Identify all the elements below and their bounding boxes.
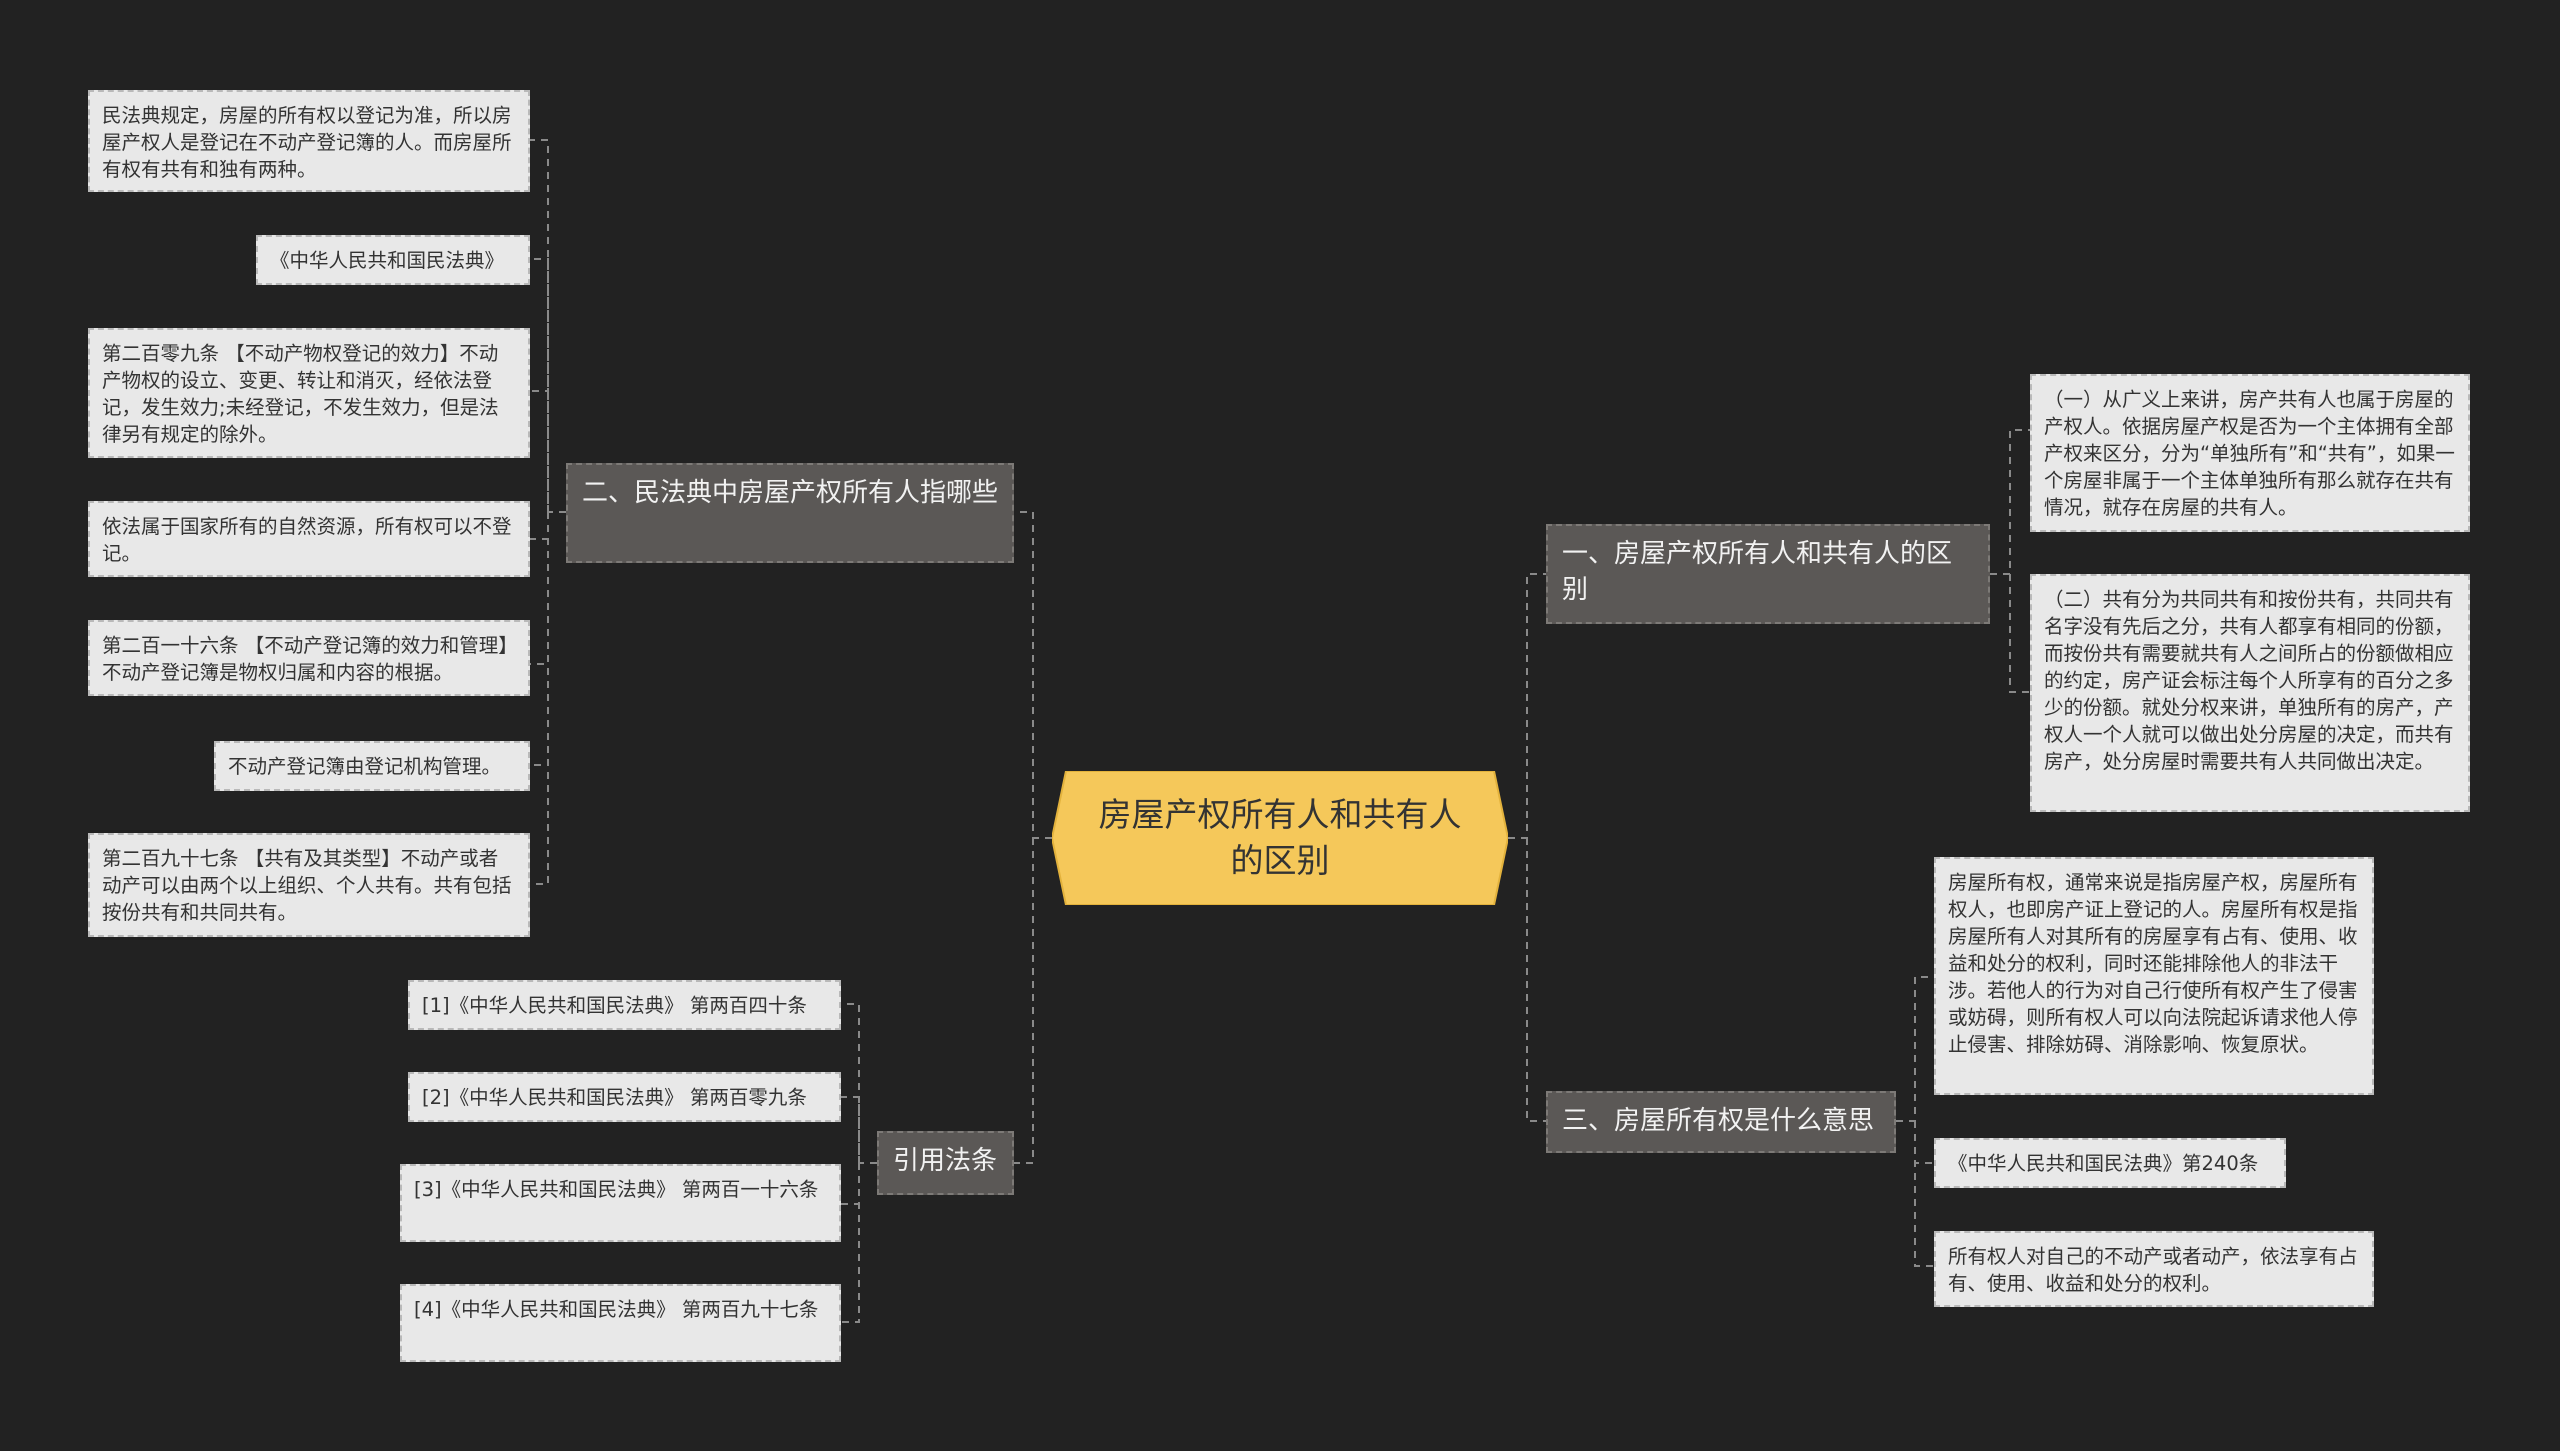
branch-2-leaf-4-text: 依法属于国家所有的自然资源，所有权可以不登记。 [102, 515, 512, 565]
root-hexagon-shape [1052, 771, 1508, 905]
branch-2-leaf-2[interactable]: 《中华人民共和国民法典》 [256, 235, 530, 285]
connector-b2-leaves [530, 139, 566, 885]
branch-2-label: 二、民法典中房屋产权所有人指哪些 [582, 478, 999, 508]
branch-4-leaf-2[interactable]: [2]《中华人民共和国民法典》 第两百零九条 [408, 1072, 841, 1122]
branch-3-topic[interactable]: 三、房屋所有权是什么意思 [1546, 1091, 1896, 1153]
branch-3-leaf-2[interactable]: 《中华人民共和国民法典》第240条 [1934, 1138, 2286, 1188]
branch-4-leaf-2-text: [2]《中华人民共和国民法典》 第两百零九条 [422, 1086, 807, 1109]
branch-4-leaf-4[interactable]: [4]《中华人民共和国民法典》 第两百九十七条 [400, 1284, 841, 1362]
branch-1-leaf-1-text: （一）从广义上来讲，房产共有人也属于房屋的产权人。依据房屋产权是否为一个主体拥有… [2044, 388, 2455, 519]
branch-2-leaf-5-text: 第二百一十六条 【不动产登记簿的效力和管理】不动产登记簿是物权归属和内容的根据。 [102, 634, 508, 684]
connector-b1-leaves [1990, 429, 2030, 693]
branch-1-leaf-2-text: （二）共有分为共同共有和按份共有，共同共有名字没有先后之分，共有人都享有相同的份… [2044, 588, 2454, 773]
branch-3-leaf-3-text: 所有权人对自己的不动产或者动产，依法享有占有、使用、收益和处分的权利。 [1948, 1245, 2358, 1295]
branch-3-label: 三、房屋所有权是什么意思 [1562, 1106, 1875, 1136]
branch-4-leaf-4-text: [4]《中华人民共和国民法典》 第两百九十七条 [414, 1298, 819, 1321]
branch-2-leaf-1[interactable]: 民法典规定，房屋的所有权以登记为准，所以房屋产权人是登记在不动产登记簿的人。而房… [88, 90, 530, 192]
branch-3-leaf-1-text: 房屋所有权，通常来说是指房屋产权，房屋所有权人，也即房产证上登记的人。房屋所有权… [1948, 871, 2358, 1056]
branch-2-leaf-7-text: 第二百九十七条 【共有及其类型】不动产或者动产可以由两个以上组织、个人共有。共有… [102, 847, 512, 924]
branch-1-label: 一、房屋产权所有人和共有人的区别 [1562, 539, 1953, 605]
root-topic-label: 房屋产权所有人和共有人的区别 [1098, 795, 1462, 880]
branch-2-leaf-2-text: 《中华人民共和国民法典》 [270, 249, 505, 272]
branch-2-leaf-3[interactable]: 第二百零九条 【不动产物权登记的效力】不动产物权的设立、变更、转让和消灭，经依法… [88, 328, 530, 458]
branch-4-topic[interactable]: 引用法条 [877, 1131, 1014, 1195]
connector-b4-leaves [841, 1003, 877, 1323]
branch-3-leaf-3[interactable]: 所有权人对自己的不动产或者动产，依法享有占有、使用、收益和处分的权利。 [1934, 1231, 2374, 1307]
branch-4-label: 引用法条 [893, 1146, 998, 1176]
branch-2-leaf-6-text: 不动产登记簿由登记机构管理。 [228, 755, 502, 778]
branch-3-leaf-1[interactable]: 房屋所有权，通常来说是指房屋产权，房屋所有权人，也即房产证上登记的人。房屋所有权… [1934, 857, 2374, 1095]
branch-2-leaf-7[interactable]: 第二百九十七条 【共有及其类型】不动产或者动产可以由两个以上组织、个人共有。共有… [88, 833, 530, 937]
connector-root-b2 [1014, 511, 1052, 839]
connector-root-b3 [1526, 838, 1546, 1122]
branch-2-leaf-5[interactable]: 第二百一十六条 【不动产登记簿的效力和管理】不动产登记簿是物权归属和内容的根据。 [88, 620, 530, 696]
branch-1-leaf-2[interactable]: （二）共有分为共同共有和按份共有，共同共有名字没有先后之分，共有人都享有相同的份… [2030, 574, 2470, 812]
branch-2-leaf-1-text: 民法典规定，房屋的所有权以登记为准，所以房屋产权人是登记在不动产登记簿的人。而房… [102, 104, 512, 181]
connector-root-b4 [1014, 838, 1034, 1164]
branch-2-leaf-6[interactable]: 不动产登记簿由登记机构管理。 [214, 741, 530, 791]
branch-2-leaf-3-text: 第二百零九条 【不动产物权登记的效力】不动产物权的设立、变更、转让和消灭，经依法… [102, 342, 499, 446]
branch-4-leaf-3-text: [3]《中华人民共和国民法典》 第两百一十六条 [414, 1178, 819, 1201]
connector-root-b1 [1508, 573, 1546, 839]
branch-1-leaf-1[interactable]: （一）从广义上来讲，房产共有人也属于房屋的产权人。依据房屋产权是否为一个主体拥有… [2030, 374, 2470, 532]
branch-1-topic[interactable]: 一、房屋产权所有人和共有人的区别 [1546, 524, 1990, 624]
connector-b3-leaves [1896, 976, 1934, 1267]
root-topic[interactable]: 房屋产权所有人和共有人的区别 [1052, 771, 1508, 905]
branch-2-topic[interactable]: 二、民法典中房屋产权所有人指哪些 [566, 463, 1014, 563]
branch-4-leaf-3[interactable]: [3]《中华人民共和国民法典》 第两百一十六条 [400, 1164, 841, 1242]
branch-2-leaf-4[interactable]: 依法属于国家所有的自然资源，所有权可以不登记。 [88, 501, 530, 577]
branch-3-leaf-2-text: 《中华人民共和国民法典》第240条 [1948, 1152, 2259, 1175]
branch-4-leaf-1[interactable]: [1]《中华人民共和国民法典》 第两百四十条 [408, 980, 841, 1030]
branch-4-leaf-1-text: [1]《中华人民共和国民法典》 第两百四十条 [422, 994, 807, 1017]
